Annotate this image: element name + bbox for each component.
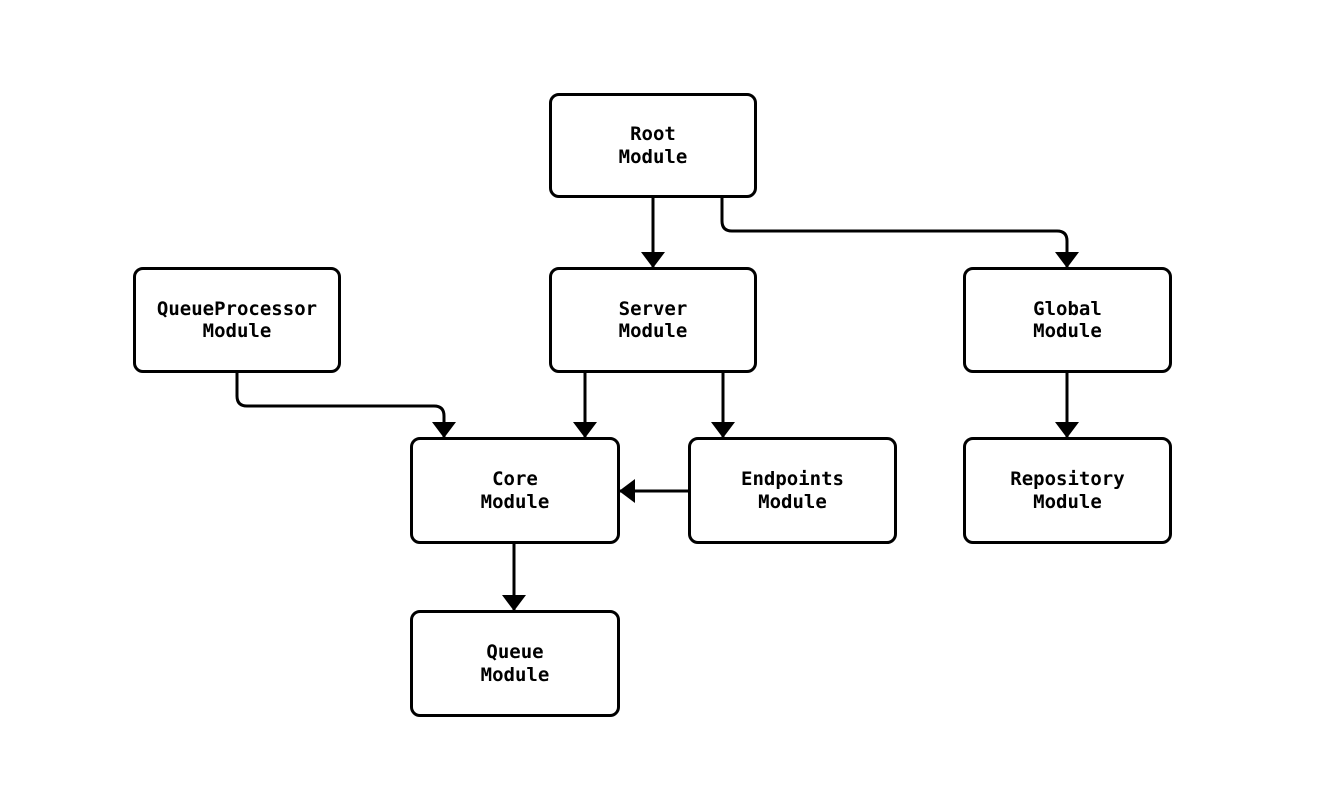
edge-root-to-global xyxy=(720,198,1079,268)
node-label: Global Module xyxy=(1033,297,1102,342)
node-root-module: Root Module xyxy=(549,93,757,198)
node-label: QueueProcessor Module xyxy=(156,297,318,342)
node-core-module: Core Module xyxy=(410,437,620,544)
node-queueprocessor-module: QueueProcessor Module xyxy=(133,267,341,373)
node-server-module: Server Module xyxy=(549,267,757,373)
edge-group xyxy=(235,198,1079,611)
node-label: Queue Module xyxy=(480,641,550,686)
node-label: Repository Module xyxy=(1010,468,1125,513)
node-label: Core Module xyxy=(480,468,550,513)
node-label: Server Module xyxy=(618,297,688,342)
node-endpoints-module: Endpoints Module xyxy=(688,437,897,544)
node-global-module: Global Module xyxy=(963,267,1172,373)
node-label: Endpoints Module xyxy=(741,468,844,513)
node-repository-module: Repository Module xyxy=(963,437,1172,544)
edge-queueprocessor-to-core xyxy=(235,373,456,438)
node-label: Root Module xyxy=(618,123,688,168)
node-queue-module: Queue Module xyxy=(410,610,620,717)
